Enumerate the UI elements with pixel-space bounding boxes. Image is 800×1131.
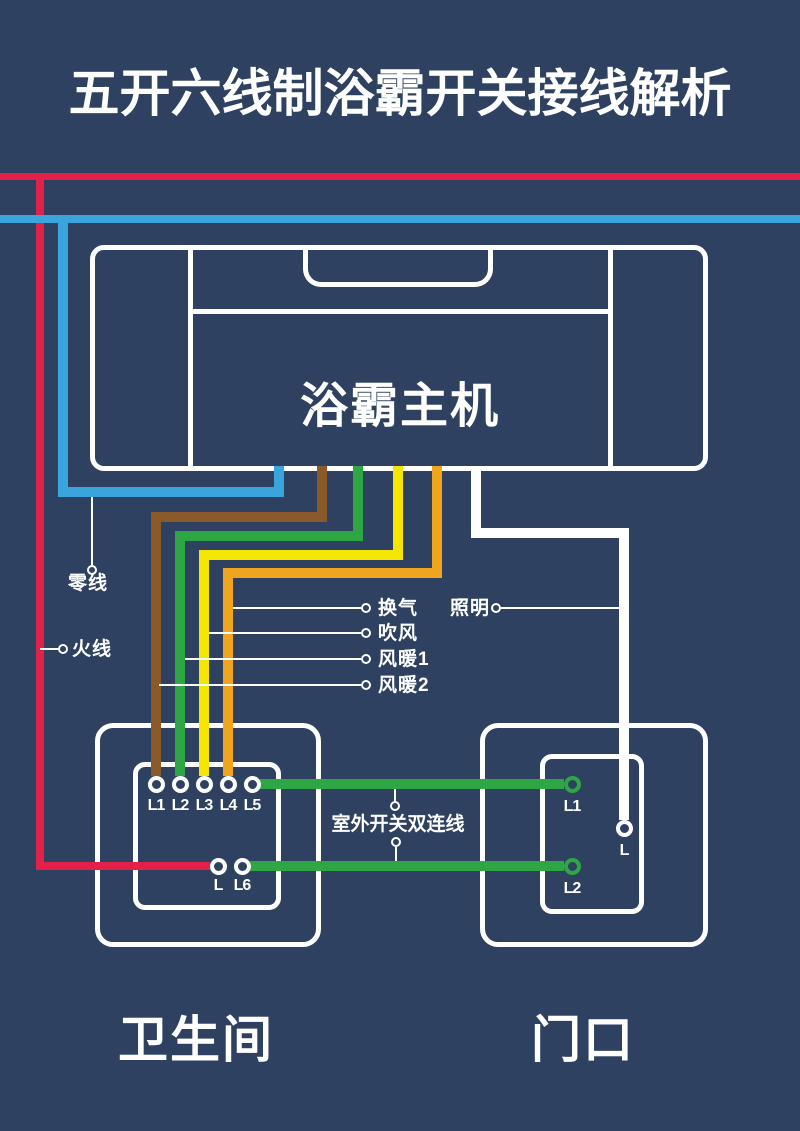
neutral-callout-dot (87, 565, 97, 575)
terminal-ring-bath-l3 (195, 775, 213, 793)
outdoor-link-callout-line-bottom (395, 847, 397, 861)
blow-wire-drop (393, 466, 403, 560)
bathroom-label: 卫生间 (118, 1012, 274, 1068)
ventilation-callout-line (233, 607, 361, 609)
door-switch-plate (480, 723, 708, 947)
terminal-label-door-l1: L1 (563, 798, 582, 815)
main-unit-divider-left (188, 248, 193, 468)
terminal-label-bath-l: L (213, 877, 224, 894)
blow-wire-vertical (199, 550, 209, 776)
live-wire-to-terminal (36, 862, 210, 870)
terminal-label-bath-l3: L3 (195, 797, 214, 814)
terminal-label-bath-l4: L4 (219, 797, 238, 814)
heat1-wire-drop (353, 466, 363, 541)
heat2-wire-vertical (151, 512, 161, 776)
blow-callout-dot (361, 628, 371, 638)
neutral-callout-line (91, 497, 93, 565)
heat2-wire-jog (151, 512, 327, 522)
heat2-label: 风暖2 (378, 675, 430, 696)
terminal-ring-bath-l (209, 857, 227, 875)
neutral-wire-riser (274, 466, 284, 497)
neutral-wire-top (0, 215, 800, 223)
neutral-wire-vertical (58, 215, 68, 497)
main-unit-label: 浴霸主机 (299, 380, 500, 433)
terminal-ring-bath-l1 (147, 775, 165, 793)
ventilation-callout-dot (361, 603, 371, 613)
outdoor-link-wire-bottom (250, 861, 564, 871)
heat1-callout-line (185, 658, 361, 660)
terminal-ring-bath-l6 (233, 857, 251, 875)
terminal-ring-door-l (615, 819, 633, 837)
lighting-wire-jog (471, 528, 629, 538)
lighting-label: 照明 (450, 598, 491, 619)
doorway-label: 门口 (531, 1012, 635, 1068)
heat1-wire-vertical (175, 531, 185, 776)
terminal-label-bath-l1: L1 (147, 797, 166, 814)
live-wire-vertical (36, 173, 44, 870)
heat1-callout-dot (361, 654, 371, 664)
heat2-callout-dot (361, 680, 371, 690)
blow-callout-line (209, 632, 361, 634)
outdoor-link-label: 室外开关双连线 (331, 814, 465, 835)
heat1-label: 风暖1 (378, 649, 430, 670)
ventilation-wire-jog (223, 568, 442, 578)
lighting-callout-dot (491, 603, 501, 613)
lighting-wire-vertical (619, 528, 629, 820)
heat1-wire-jog (175, 531, 363, 541)
terminal-label-bath-l5: L5 (243, 797, 262, 814)
terminal-label-door-l2: L2 (563, 880, 582, 897)
live-callout-line (40, 648, 59, 650)
blow-label: 吹风 (378, 623, 419, 644)
neutral-label: 零线 (67, 573, 108, 594)
terminal-label-bath-l2: L2 (171, 797, 190, 814)
terminal-ring-door-l2 (563, 857, 581, 875)
blow-wire-jog (199, 550, 403, 560)
live-label: 火线 (72, 639, 113, 660)
outdoor-link-wire-top (260, 779, 564, 789)
main-unit-divider-right (608, 248, 613, 468)
ventilation-label: 换气 (378, 598, 419, 619)
terminal-label-bath-l6: L6 (233, 877, 252, 894)
live-callout-dot (58, 644, 68, 654)
terminal-label-door-l: L (619, 842, 630, 859)
ventilation-wire-drop (432, 466, 442, 578)
live-wire-top (0, 173, 800, 180)
outdoor-link-callout-dot-top (390, 801, 400, 811)
lighting-callout-line (501, 607, 619, 609)
outdoor-link-callout-dot-bottom (391, 837, 401, 847)
main-unit-notch (303, 245, 493, 287)
lighting-wire-drop (471, 466, 481, 538)
terminal-ring-bath-l2 (171, 775, 189, 793)
terminal-ring-door-l1 (563, 775, 581, 793)
ventilation-wire-vertical (223, 568, 233, 776)
outdoor-link-callout-line-top (394, 789, 396, 802)
neutral-wire-horizontal (58, 487, 284, 497)
terminal-ring-bath-l4 (219, 775, 237, 793)
main-unit-divider-horizontal (188, 309, 613, 314)
terminal-ring-bath-l5 (243, 775, 261, 793)
page-title: 五开六线制浴霸开关接线解析 (68, 65, 732, 122)
heat2-wire-drop (317, 466, 327, 522)
door-switch-inner (540, 754, 644, 914)
heat2-callout-line (159, 684, 361, 686)
